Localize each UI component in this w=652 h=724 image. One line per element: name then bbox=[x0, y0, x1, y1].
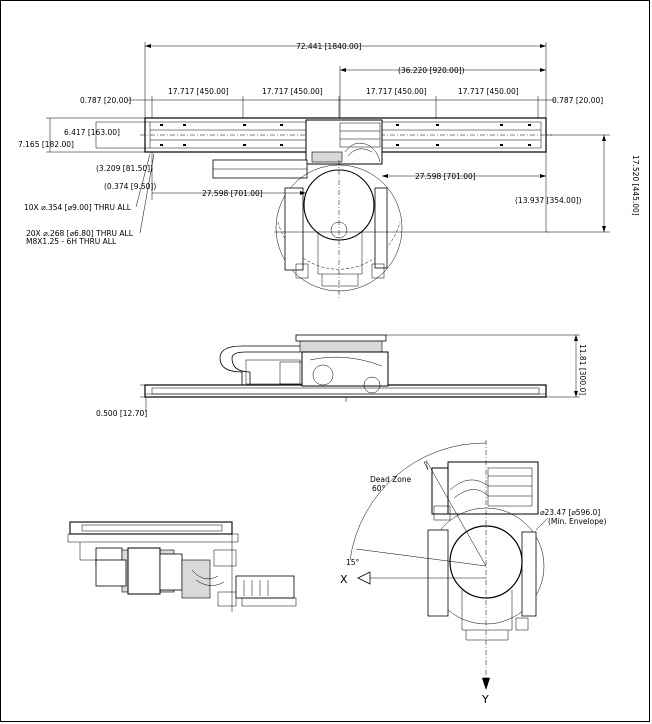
note-holes-1: 10X ⌀.354 [⌀9.00] THRU ALL bbox=[24, 203, 132, 212]
dim-robot-offset: (13.937 [354.00]) bbox=[515, 196, 582, 205]
label-envelope-dia: ⌀23.47 [⌀596.0] bbox=[540, 508, 600, 517]
dim-center-half: (36.220 [920.00]) bbox=[398, 66, 465, 75]
dim-rail-inner-width: 6.417 [163.00] bbox=[64, 128, 120, 137]
axis-x-label: X bbox=[340, 573, 348, 586]
axis-y-label: Y bbox=[481, 693, 489, 706]
detail-view: Dead Zone 60° 15° ⌀23.47 [⌀596.0] (Min. … bbox=[340, 440, 607, 706]
dim-end-offset-right: 0.787 [20.00] bbox=[552, 96, 603, 105]
dim-carriage-right: 27.598 [701.00] bbox=[415, 172, 476, 181]
dim-hole-offset-a: (3.209 [81.50]) bbox=[96, 164, 153, 173]
dim-overall-length: 72.441 [1840.00] bbox=[296, 42, 362, 51]
dim-end-offset-left: 0.787 [20.00] bbox=[80, 96, 131, 105]
label-angle-15: 15° bbox=[346, 558, 360, 567]
dim-carriage-left: 27.598 [701.00] bbox=[202, 189, 263, 198]
note-holes-2b: M8X1.25 - 6H THRU ALL bbox=[26, 237, 117, 246]
dim-hole-offset-b: (0.374 [9.50]) bbox=[104, 182, 156, 191]
note-holes-2a: 20X ⌀.268 [⌀6.80] THRU ALL bbox=[26, 229, 134, 238]
label-envelope: (Min. Envelope) bbox=[548, 517, 607, 526]
dim-pitch-4: 17.717 [450.00] bbox=[458, 87, 519, 96]
end-view bbox=[67, 521, 297, 612]
dim-pitch-1: 17.717 [450.00] bbox=[168, 87, 229, 96]
label-dead-zone-angle: 60° bbox=[372, 484, 386, 493]
side-view: 11.81 [300.0] 0.500 [12.70] bbox=[96, 334, 587, 418]
top-view: 72.441 [1840.00] (36.220 [920.00]) 0.787… bbox=[18, 42, 640, 300]
dim-overall-height: 17.520 [445.00] bbox=[631, 155, 640, 216]
label-dead-zone: Dead Zone bbox=[370, 475, 412, 484]
dim-rail-outer-width: 7.165 [182.00] bbox=[18, 140, 74, 149]
dim-base-thickness: 0.500 [12.70] bbox=[96, 409, 147, 418]
dim-pitch-2: 17.717 [450.00] bbox=[262, 87, 323, 96]
dim-side-height: 11.81 [300.0] bbox=[578, 344, 587, 395]
dim-pitch-3: 17.717 [450.00] bbox=[366, 87, 427, 96]
